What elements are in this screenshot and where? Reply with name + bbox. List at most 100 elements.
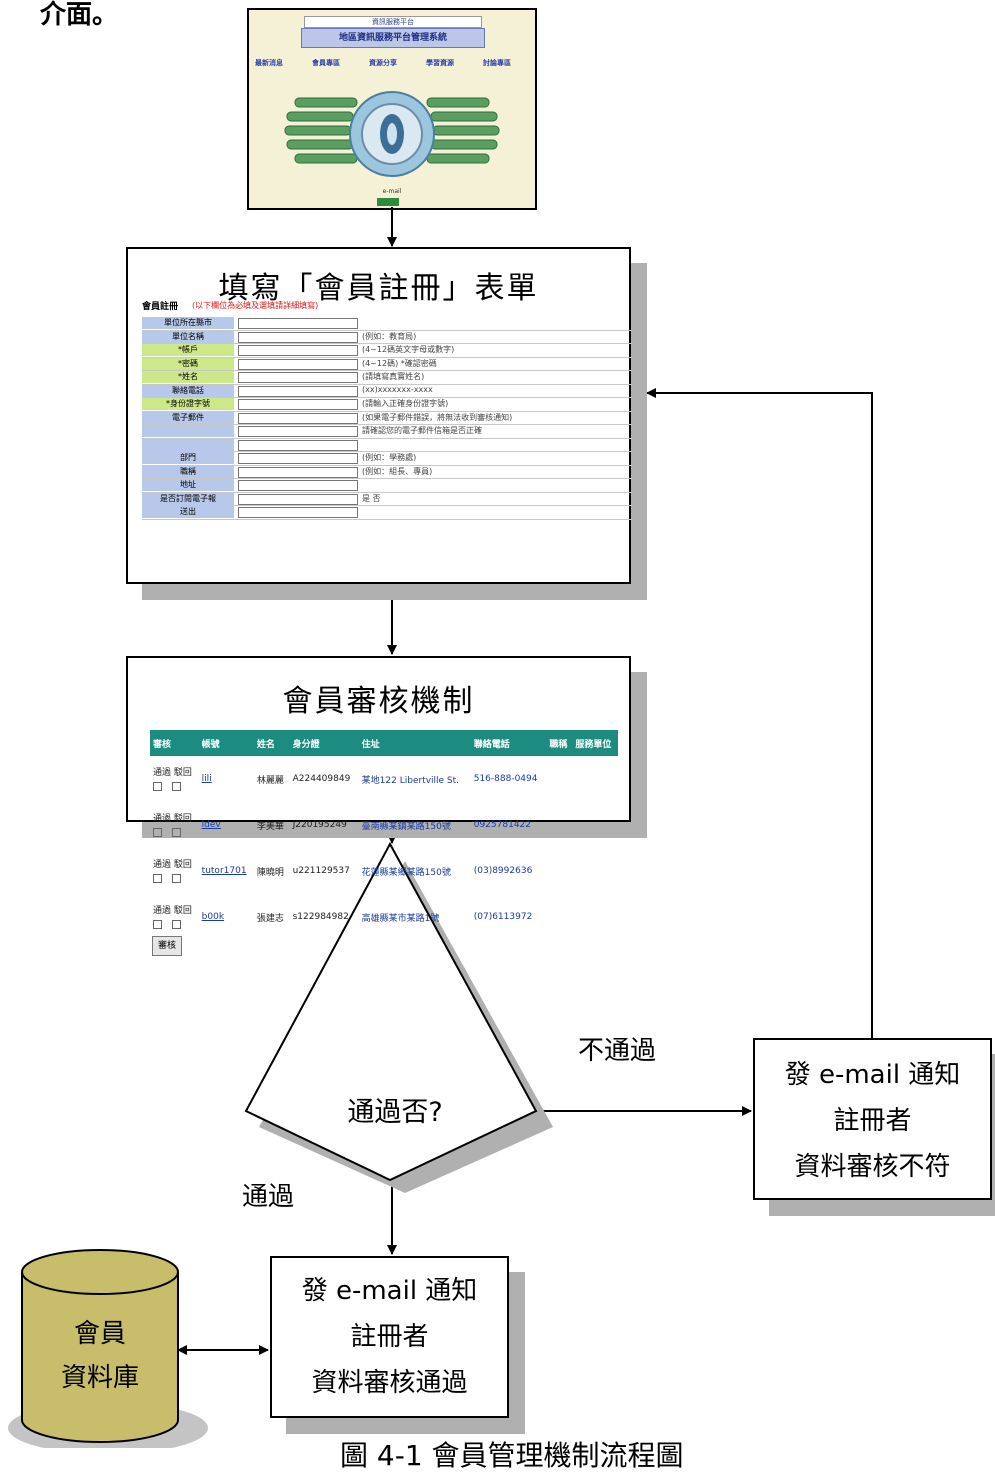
homepage-nav-item[interactable]: 最新消息 xyxy=(255,59,283,67)
form-row-input[interactable] xyxy=(238,493,358,505)
decision-diamond xyxy=(244,841,538,1182)
review-cell-title xyxy=(546,802,572,848)
form-row-label: 電子郵件 xyxy=(142,411,234,424)
reject-label: 駁回 xyxy=(173,813,192,824)
review-cell-phone: (03)8992636 xyxy=(473,866,533,876)
form-row-input[interactable] xyxy=(238,439,358,451)
form-row-hint: (xx)xxxxxxx-xxxx xyxy=(362,384,433,394)
notify-pass-line3: 資料審核通過 xyxy=(311,1368,468,1398)
form-row-label: 送出 xyxy=(142,506,234,518)
form-row-label: *身份證字號 xyxy=(142,398,234,410)
notify-fail-line1: 發 e-mail 通知 xyxy=(784,1060,961,1090)
form-row-label: 單位所在縣市 xyxy=(142,317,234,329)
review-cell-account[interactable]: b00k xyxy=(201,912,225,922)
approve-checkbox[interactable] xyxy=(153,873,162,883)
review-cell-address: 花蓮縣某鄉某路150號 xyxy=(361,867,451,878)
form-row-label: *姓名 xyxy=(142,371,234,383)
review-cell-address: 臺南縣某鎮某路150號 xyxy=(361,821,451,832)
homepage-center-caption: e-mail xyxy=(382,188,402,195)
review-cell-unit xyxy=(572,756,618,802)
form-row-input[interactable] xyxy=(238,412,358,424)
form-row-hint: 是 否 xyxy=(362,493,381,503)
review-cell-account[interactable]: tutor1701 xyxy=(201,866,247,876)
step-register-title: 填寫「會員註冊」表單 xyxy=(218,271,539,306)
homepage-emblem-graphic xyxy=(284,91,500,206)
database-cylinder-body xyxy=(21,1272,179,1443)
form-row-label: 是否訂閱電子報 xyxy=(142,492,234,505)
approve-checkbox[interactable] xyxy=(153,827,162,837)
reject-checkbox[interactable] xyxy=(172,827,181,837)
form-row-input[interactable] xyxy=(238,358,358,370)
homepage-nav-item[interactable]: 學習資源 xyxy=(426,59,454,67)
form-row: *身份證字號 (請輸入正確身份證字號) xyxy=(142,398,632,412)
review-cell-unit xyxy=(572,802,618,848)
form-row: 單位所在縣市 xyxy=(142,317,632,331)
step-register-form: 填寫「會員註冊」表單 會員註冊 (以下欄位為必填及選填請詳細填寫) 單位所在縣市… xyxy=(126,247,632,584)
form-row: *姓名(請填寫真實姓名) xyxy=(142,371,632,385)
review-cell-id: J220195249 xyxy=(292,820,347,830)
review-cell-id: s122984982 xyxy=(292,912,349,922)
form-row-input[interactable] xyxy=(238,507,358,518)
form-row-label: 地址 xyxy=(142,479,234,491)
review-cell-phone: (07)6113972 xyxy=(473,912,533,922)
form-row-hint: (請輸入正確身份證字號) xyxy=(362,399,449,408)
review-cell-id: A224409849 xyxy=(292,774,351,784)
review-table-header-cell: 身分證 xyxy=(289,730,359,756)
review-cell-account[interactable]: lili xyxy=(201,774,212,784)
form-row-input[interactable] xyxy=(238,385,358,397)
form-row-input[interactable] xyxy=(238,331,358,343)
approve-label: 通過 xyxy=(153,767,172,778)
reject-checkbox[interactable] xyxy=(172,781,181,791)
homepage-login-button xyxy=(377,198,399,206)
approve-label: 通過 xyxy=(153,813,172,824)
form-row-input[interactable] xyxy=(238,426,358,437)
approve-label: 通過 xyxy=(153,905,172,916)
notify-fail-line2: 註冊者 xyxy=(833,1106,912,1136)
review-table-header-cell: 姓名 xyxy=(253,730,290,756)
database-line1: 會員 xyxy=(73,1319,126,1349)
approve-label: 通過 xyxy=(153,859,172,870)
review-approve-cell: 通過 駁回 xyxy=(150,848,199,894)
reject-checkbox[interactable] xyxy=(172,919,181,929)
form-row: 電子郵件(如果電子郵件錯誤，將無法收到審核通知) xyxy=(142,411,632,425)
homepage-nav-item[interactable]: 資源分享 xyxy=(369,59,397,67)
review-cell-phone: 0925781422 xyxy=(473,820,531,830)
form-row-input[interactable] xyxy=(238,345,358,356)
form-row-input[interactable] xyxy=(238,480,358,491)
approve-checkbox[interactable] xyxy=(153,919,162,929)
homepage-nav-item[interactable]: 會員專區 xyxy=(312,59,340,67)
pass-branch-label: 通過 xyxy=(242,1182,295,1212)
form-row-input[interactable] xyxy=(238,466,358,478)
form-row-input[interactable] xyxy=(238,318,358,329)
form-row-hint: (例如：學務處) xyxy=(362,453,417,462)
form-row-input[interactable] xyxy=(238,453,358,464)
review-cell-name: 陳曉明 xyxy=(256,867,284,878)
form-row: 請確認您的電子郵件信箱是否正確 xyxy=(142,425,632,439)
form-row-hint: (4~12碼英文字母或數字) xyxy=(362,345,455,354)
review-cell-id: u221129537 xyxy=(292,866,350,876)
form-row-label xyxy=(142,438,234,451)
review-approve-cell: 通過 駁回 xyxy=(150,756,199,802)
review-cell-account[interactable]: ldev xyxy=(201,820,221,830)
reject-checkbox[interactable] xyxy=(172,873,181,883)
form-row-input[interactable] xyxy=(238,399,358,410)
homepage-nav-item[interactable]: 討論專區 xyxy=(483,59,511,67)
review-table-header-cell: 服務單位 xyxy=(572,730,618,756)
form-row-input[interactable] xyxy=(238,372,358,383)
approve-checkbox[interactable] xyxy=(153,781,162,791)
homepage-screenshot: 資訊服務平台 地區資訊服務平台管理系統 最新消息 會員專區 資源分享 學習資源 … xyxy=(247,8,537,210)
review-cell-unit xyxy=(572,848,618,894)
review-submit-button[interactable]: 審核 xyxy=(152,936,182,956)
review-cell-name: 林麗麗 xyxy=(256,775,284,786)
review-approve-cell: 通過 駁回 xyxy=(150,894,199,940)
review-cell-title xyxy=(546,894,572,940)
header-fragment: 介面。 xyxy=(40,0,119,30)
form-row: 部門(例如：學務處) xyxy=(142,452,632,466)
decision-text: 通過否? xyxy=(320,1090,470,1129)
review-cell-phone: 516-888-0494 xyxy=(473,774,538,784)
review-table-header-cell: 聯絡電話 xyxy=(470,730,547,756)
form-row-label: 職稱 xyxy=(142,465,234,478)
notify-pass-line1: 發 e-mail 通知 xyxy=(301,1276,478,1306)
